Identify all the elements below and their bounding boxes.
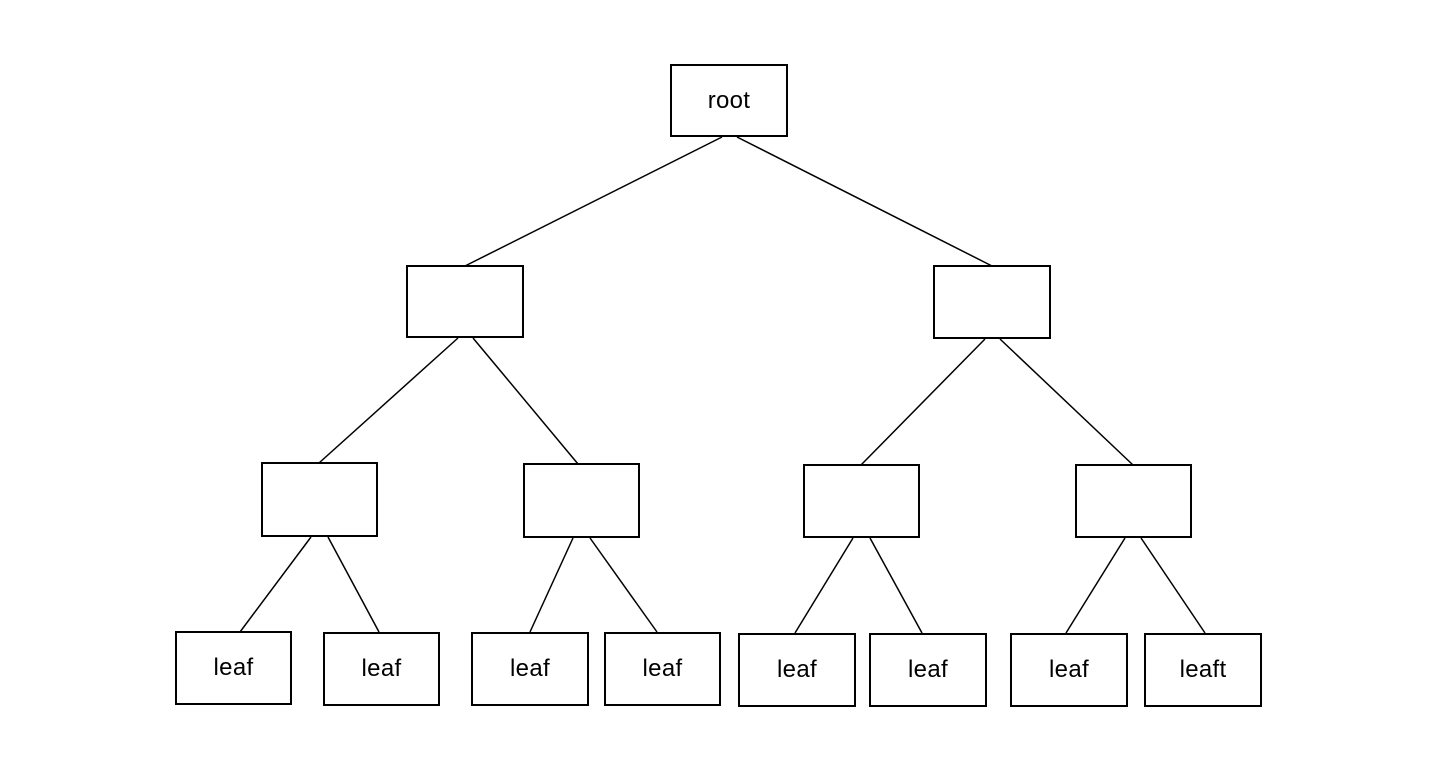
- tree-node-leaf-1: leaf: [175, 631, 292, 705]
- tree-edge-root-l2-1: [464, 136, 723, 267]
- tree-edge-l3-3-leaf-6: [869, 537, 923, 634]
- tree-edge-l2-1-l3-2: [472, 337, 579, 465]
- tree-node-level3-3: [803, 464, 920, 538]
- tree-node-leaf-7: leaf: [1010, 633, 1128, 707]
- tree-node-leaf-4: leaf: [604, 632, 721, 706]
- tree-node-level2-right: [933, 265, 1051, 339]
- tree-edge-l3-1-leaf-2: [327, 536, 380, 633]
- tree-edge-l3-3-leaf-5: [794, 537, 854, 634]
- tree-edge-l3-1-leaf-1: [239, 536, 312, 633]
- tree-edge-l3-2-leaf-4: [589, 537, 658, 633]
- tree-edge-l2-1-l3-1: [318, 337, 459, 464]
- tree-node-leaf-5: leaf: [738, 633, 856, 707]
- tree-node-level3-4: [1075, 464, 1192, 538]
- tree-node-root: root: [670, 64, 788, 137]
- tree-node-leaf-6: leaf: [869, 633, 987, 707]
- tree-edge-l3-2-leaf-3: [529, 537, 574, 633]
- tree-node-leaf-3: leaf: [471, 632, 589, 706]
- tree-node-leaf-2: leaf: [323, 632, 440, 706]
- tree-edge-l2-2-l3-3: [860, 338, 986, 466]
- tree-edge-root-l2-2: [736, 136, 993, 267]
- tree-node-level3-2: [523, 463, 640, 538]
- tree-node-level2-left: [406, 265, 524, 338]
- tree-edge-l3-4-leaf-7: [1065, 537, 1126, 634]
- tree-edge-l2-2-l3-4: [999, 338, 1134, 466]
- tree-edge-l3-4-leaf-8: [1140, 537, 1206, 634]
- tree-node-level3-1: [261, 462, 378, 537]
- tree-node-leaf-8: leaft: [1144, 633, 1262, 707]
